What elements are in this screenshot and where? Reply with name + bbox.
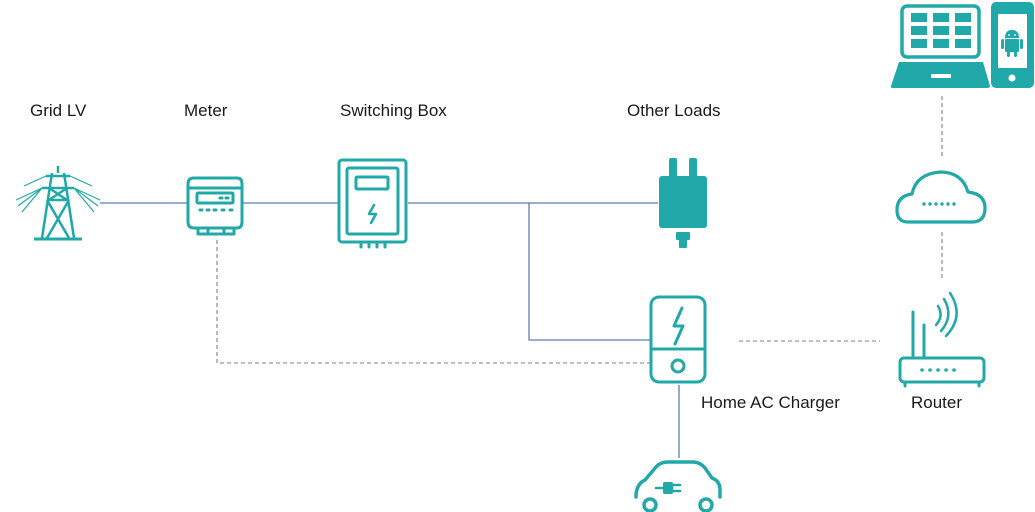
power-tower-icon: [15, 166, 101, 241]
wifi-router-icon: [898, 291, 986, 388]
switching-box-icon: [337, 158, 408, 249]
power-lines: [100, 202, 680, 458]
cloud-icon: [895, 170, 987, 224]
router-label: Router: [911, 393, 963, 412]
ev-charger-icon: [649, 295, 707, 384]
plug-icon: [659, 158, 707, 248]
meter-label: Meter: [184, 101, 228, 120]
line-box-charger: [528, 203, 651, 341]
dashed-meter-charger: [216, 240, 651, 364]
electric-meter-icon: [186, 176, 244, 236]
grid-label: Grid LV: [30, 101, 87, 120]
data-lines: [216, 96, 943, 364]
switching-box-label: Switching Box: [340, 101, 447, 120]
electric-car-icon: [634, 460, 722, 512]
other-loads-label: Other Loads: [627, 101, 721, 120]
android-phone-icon: [991, 2, 1034, 88]
charger-label: Home AC Charger: [701, 393, 840, 412]
laptop-icon: [890, 4, 990, 88]
